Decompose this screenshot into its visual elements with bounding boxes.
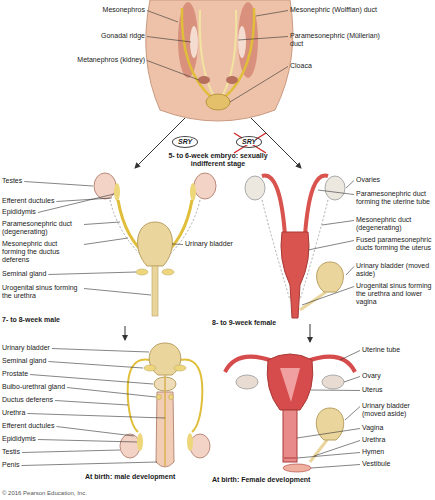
leader-line (238, 37, 288, 41)
part-label: Urogenital sinus forming the urethra (2, 284, 82, 300)
leader-line (48, 272, 136, 275)
part-label: Penis (2, 461, 20, 469)
leader-line (297, 429, 360, 439)
stage-caption: 7- to 8-week male (2, 316, 60, 324)
leader-line (346, 181, 354, 189)
part-label: Mesonephric (Wolffian) duct (290, 6, 377, 14)
leader-line (311, 465, 360, 469)
part-label: Bulbo-urethral gland (2, 383, 65, 391)
part-label: Testis (2, 448, 20, 456)
part-label: Prostate (2, 370, 28, 378)
part-label: Ovaries (356, 176, 380, 184)
leader-line (52, 349, 149, 353)
part-label: Ductus deferens (2, 396, 53, 404)
part-label: Seminal gland (2, 270, 46, 278)
leader-line (314, 441, 360, 457)
stage-caption: 5- to 6-week embryo: sexually indifferen… (160, 152, 276, 168)
stage-caption: At birth: Female development (212, 476, 310, 484)
part-label: Mesonephric duct (degenerating) (356, 216, 433, 232)
leader-line (147, 37, 191, 43)
copyright-note: © 2016 Pearson Education, Inc. (2, 490, 87, 497)
part-label: Metanephros (kidney) (77, 56, 145, 64)
stage-caption: At birth: male development (85, 473, 175, 481)
leader-line (340, 351, 360, 361)
part-label: Gonadal ridge (101, 32, 145, 40)
part-label: Seminal gland (2, 357, 46, 365)
leader-line (38, 440, 137, 443)
leader-line (230, 67, 288, 103)
part-label: Urinary bladder (2, 344, 50, 352)
part-label: Efferent ductules (2, 197, 54, 205)
part-label: Fused paramesonephric ducts forming the … (356, 236, 433, 252)
part-label: Epididymis (2, 435, 36, 443)
leader-line (345, 407, 360, 421)
leader-line (297, 453, 360, 459)
leader-line (346, 267, 354, 276)
leader-line (308, 241, 354, 251)
leader-line (256, 11, 288, 17)
leader-line (30, 375, 153, 385)
leader-line (48, 362, 143, 369)
leader-line (172, 244, 183, 246)
part-label: Urinary bladder (moved aside) (362, 402, 432, 418)
leader-line (318, 190, 354, 195)
part-label: Urethra (2, 409, 25, 417)
stage-caption: 8- to 9-week female (212, 319, 276, 327)
leader-line (147, 11, 178, 23)
part-label: Urogenital sinus forming the urethra and… (356, 282, 433, 306)
part-label: Mesonephric duct forming the ductus defe… (2, 240, 82, 264)
gene-oval: SRY (172, 136, 198, 148)
part-label: Vestibule (362, 460, 390, 468)
leader-line (22, 462, 157, 466)
part-label: Testes (2, 177, 22, 185)
gene-name: SRY (178, 138, 192, 145)
gene-name: SRY (242, 138, 256, 145)
part-label: Paramesonephric duct (degenerating) (2, 220, 82, 236)
part-label: Uterine tube (362, 346, 400, 354)
leader-line (84, 238, 128, 245)
leader-line (84, 289, 151, 296)
leader-line (302, 287, 354, 306)
leader-line (67, 388, 156, 398)
part-label: Uterus (362, 386, 383, 394)
part-label: Urinary bladder (185, 240, 233, 248)
part-label: Efferent ductules (2, 422, 54, 430)
part-label: Hymen (362, 448, 384, 456)
leader-line (84, 222, 120, 225)
leader-line (322, 221, 354, 226)
leader-line (311, 390, 360, 392)
part-label: Epididymis (2, 208, 36, 216)
leader-line (22, 450, 120, 453)
part-label: Ovary (362, 372, 381, 380)
gene-oval: SRY (236, 136, 262, 148)
leader-line (27, 414, 165, 419)
leader-line (344, 377, 360, 383)
part-label: Vagina (362, 424, 383, 432)
part-label: Cloaca (290, 62, 312, 70)
leader-line (147, 61, 199, 81)
leader-line (55, 401, 128, 406)
part-label: Urethra (362, 436, 385, 444)
leader-line (56, 427, 134, 437)
leader-line (24, 182, 93, 187)
part-label: Mesonephros (103, 6, 145, 14)
part-label: Urinary bladder (moved aside) (356, 262, 433, 278)
part-label: Paramesonephric (Müllerian) duct (290, 32, 390, 48)
part-label: Paramesonephric duct forming the uterine… (356, 190, 433, 206)
